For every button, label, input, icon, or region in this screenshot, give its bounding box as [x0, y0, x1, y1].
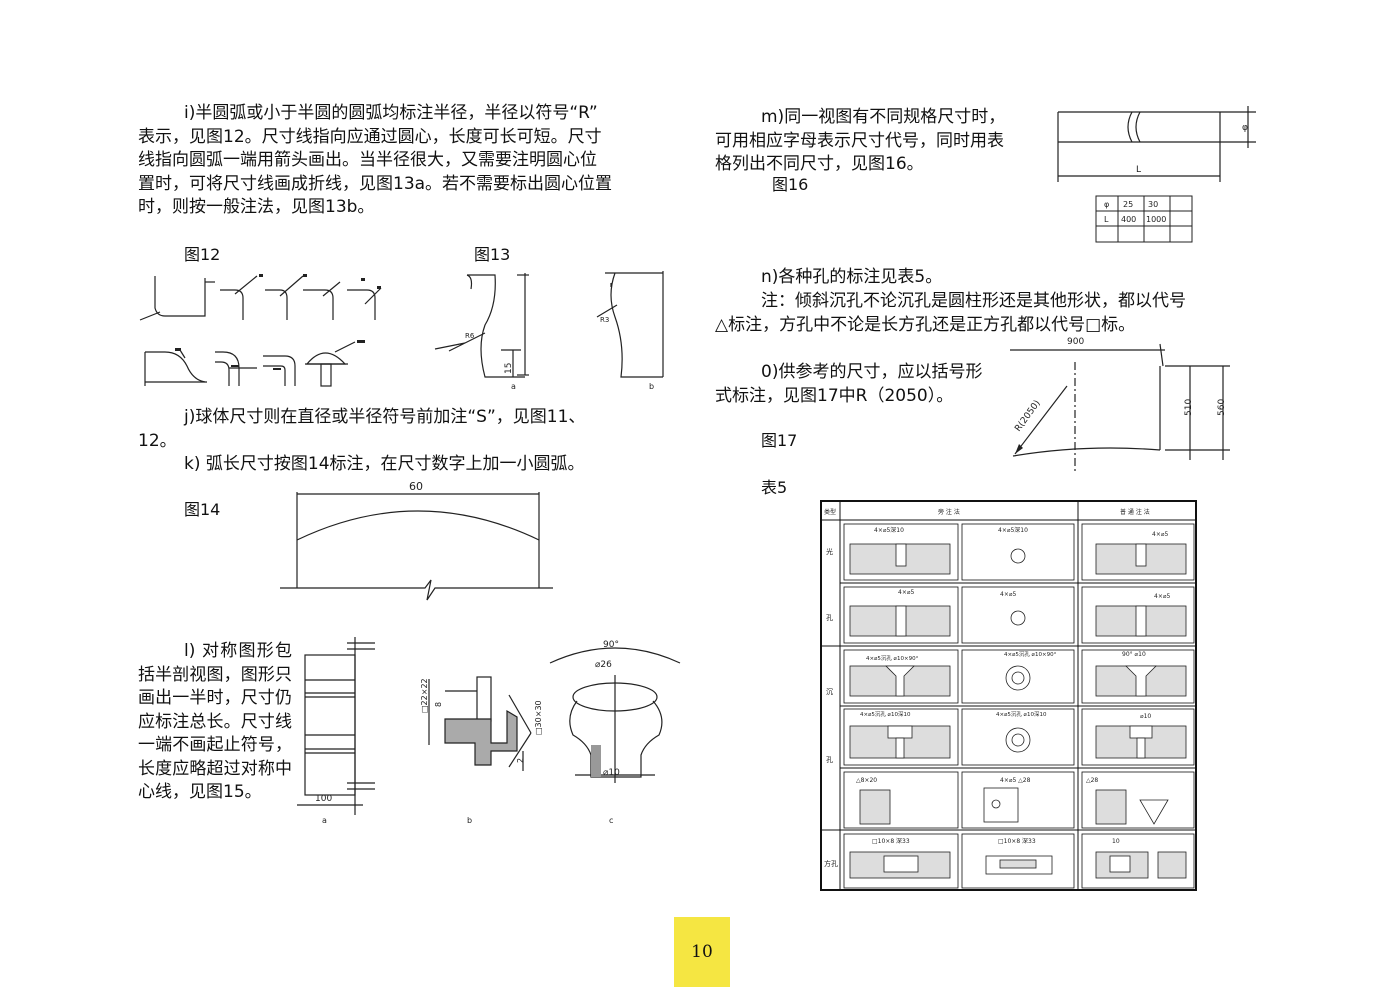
figure-14-drawing: 60: [280, 480, 553, 601]
table5-r5-c2: □10×8 深33: [998, 837, 1036, 845]
table5-r0-c2: 4×⌀5深10: [998, 526, 1028, 534]
para-m-line1: m)同一视图有不同规格尺寸时，: [761, 107, 1006, 127]
figure-12-label: 图12: [184, 245, 221, 264]
figure-12-drawing: [139, 274, 382, 387]
table5-r5-c3: 10: [1112, 838, 1120, 845]
note: 注：倾斜沉孔不论沉孔是圆柱形还是其他形状，都以代号 △标注，方孔中不论是长方孔还…: [715, 290, 1260, 337]
fig16-L-label: L: [1136, 165, 1141, 175]
table5-r2-c2: 4×⌀5沉孔 ⌀10×90°: [1004, 650, 1057, 658]
note-line1: 注：倾斜沉孔不论沉孔是圆柱形还是其他形状，都以代号: [761, 291, 1186, 311]
fig16-table-r1-c0: L: [1104, 215, 1109, 224]
para-o-line1: 0)供参考的尺寸，应以括号形: [761, 362, 983, 382]
svg-text:R3: R3: [600, 316, 609, 324]
paragraph-o: 0)供参考的尺寸，应以括号形 式标注，见图17中R（2050）。: [715, 361, 1015, 408]
fig15-dim-2: 2: [516, 758, 525, 763]
para-j-line1: j)球体尺寸则在直径或半径符号前加注“S”，见图11、: [184, 407, 586, 427]
figure-17-label: 图17: [761, 431, 798, 450]
fig15-dia-10: ⌀10: [603, 768, 620, 778]
paragraph-k: k) 弧长尺寸按图14标注，在尺寸数字上加一小圆弧。: [184, 454, 585, 474]
table5-r2-type: 沉: [826, 688, 833, 696]
figure-13-drawing: R6 R3 15 a b: [434, 271, 664, 391]
para-i-line1: i)半圆弧或小于半圆的圆弧均标注半径，半径以符号“R”: [184, 103, 598, 123]
para-m-line2: 可用相应字母表示尺寸代号，同时用表: [715, 130, 1004, 151]
fig16-table-r1-c2: 1000: [1146, 215, 1166, 224]
table5-r1-c2: 4×⌀5: [1000, 591, 1016, 598]
table-5: 类型 旁 注 法 普 通 注 法 光 孔 沉 孔 方孔 4×⌀5深10 4×⌀5…: [820, 500, 1197, 891]
fig15-dia-26: ⌀26: [595, 660, 612, 670]
table5-r5-c1: □10×8 深33: [872, 837, 910, 845]
table5-r2-c1: 4×⌀5沉孔 ⌀10×90°: [866, 654, 919, 662]
paragraph-i: i)半圆弧或小于半圆的圆弧均标注半径，半径以符号“R” 表示，见图12。尺寸线指…: [138, 102, 683, 220]
table5-r3-c2: 4×⌀5沉孔 ⌀10深10: [996, 710, 1047, 718]
para-j-line2: 12。: [138, 430, 177, 451]
fig15-dim-30: □30×30: [534, 700, 543, 735]
fig15-dim-8: 8: [434, 702, 443, 707]
fig16-table-r1-c1: 400: [1121, 215, 1136, 224]
paragraph-n: n)各种孔的标注见表5。: [761, 267, 943, 287]
table5-r3-c3: ⌀10: [1140, 713, 1151, 720]
para-o-line2: 式标注，见图17中R（2050）。: [715, 385, 954, 406]
fig13-a-label: a: [511, 382, 516, 391]
para-i-line5: 时，则按一般注法，见图13b。: [138, 197, 375, 217]
fig17-radius-label: R(2050): [1013, 399, 1042, 434]
para-i-line4: 置时，可将尺寸线画成折线，见图13a。若不需要标出圆心位置: [138, 173, 613, 194]
table5-r4-c3: △28: [1086, 777, 1098, 784]
table5-r1-type: 孔: [826, 614, 833, 622]
fig13-dim-15: 15: [504, 363, 514, 374]
fig16-table-r0-c2: 30: [1148, 200, 1158, 209]
table5-r0-c3: 4×⌀5: [1152, 531, 1168, 538]
table5-r0-type: 光: [826, 547, 833, 556]
para-i-line3: 线指向圆弧一端用箭头画出。当半径很大，又需要注明圆心位: [138, 150, 597, 170]
table5-r0-c1: 4×⌀5深10: [874, 526, 904, 534]
table5-r3-type: 孔: [826, 756, 833, 764]
figure-14-label: 图14: [184, 500, 221, 519]
fig15-a-label: a: [322, 816, 327, 825]
table5-r5-type: 方孔: [824, 859, 838, 868]
table5-r2-c3: 90° ⌀10: [1122, 651, 1146, 658]
table5-header-normal: 普 通 注 法: [1120, 508, 1150, 516]
fig15-b-label: b: [467, 816, 472, 825]
svg-text:R6: R6: [465, 332, 475, 340]
fig16-table-r0-c0: φ: [1104, 200, 1109, 209]
fig17-dim-900: 900: [1067, 337, 1084, 347]
paragraph-m: m)同一视图有不同规格尺寸时， 可用相应字母表示尺寸代号，同时用表 格列出不同尺…: [715, 106, 1055, 177]
fig15-c-label: c: [609, 816, 613, 825]
figure-15-drawing: 100 □22×22 8 □30×30 2 90° ⌀26 ⌀10 a b c: [297, 637, 681, 825]
paragraph-l: l) 对称图形包括半剖视图，图形只画出一半时，尺寸仍应标注总长。尺寸线一端不画起…: [138, 641, 292, 802]
table5-r1-c3: 4×⌀5: [1154, 593, 1170, 600]
fig16-table-r0-c1: 25: [1123, 200, 1133, 209]
fig15-dim-100: 100: [315, 794, 332, 804]
figure-17-drawing: 900 510 560 R(2050): [1010, 337, 1230, 472]
fig14-dim-60: 60: [409, 480, 423, 493]
figure-16-drawing: φ L φ 25 30 L 400 1000: [1057, 106, 1256, 243]
fig13-b-label: b: [649, 382, 654, 391]
table-5-label: 表5: [761, 478, 788, 497]
fig17-dim-510: 510: [1184, 399, 1194, 416]
para-m-line3: 格列出不同尺寸，见图16。: [715, 154, 924, 174]
page-number: 10: [674, 917, 730, 987]
para-i-line2: 表示，见图12。尺寸线指向应通过圆心，长度可长可短。尺寸: [138, 126, 602, 147]
figure-13-label: 图13: [474, 245, 511, 264]
table5-r3-c1: 4×⌀5沉孔 ⌀10深10: [860, 710, 911, 718]
fig15-angle: 90°: [603, 640, 619, 650]
table5-r4-c2: 4×⌀5 △28: [1000, 777, 1031, 784]
paragraph-j: j)球体尺寸则在直径或半径符号前加注“S”，见图11、 12。: [138, 406, 683, 453]
table5-r1-c1: 4×⌀5: [898, 589, 914, 596]
table5-header-type: 类型: [824, 508, 836, 516]
fig17-dim-560: 560: [1217, 399, 1227, 416]
fig16-phi-label: φ: [1242, 123, 1248, 133]
figure-16-label: 图16: [772, 175, 809, 194]
note-line2: △标注，方孔中不论是长方孔还是正方孔都以代号□标。: [715, 314, 1136, 335]
table5-r4-c1: △8×20: [856, 777, 877, 784]
fig15-dim-22: □22×22: [420, 678, 429, 713]
table5-header-side: 旁 注 法: [938, 508, 960, 516]
